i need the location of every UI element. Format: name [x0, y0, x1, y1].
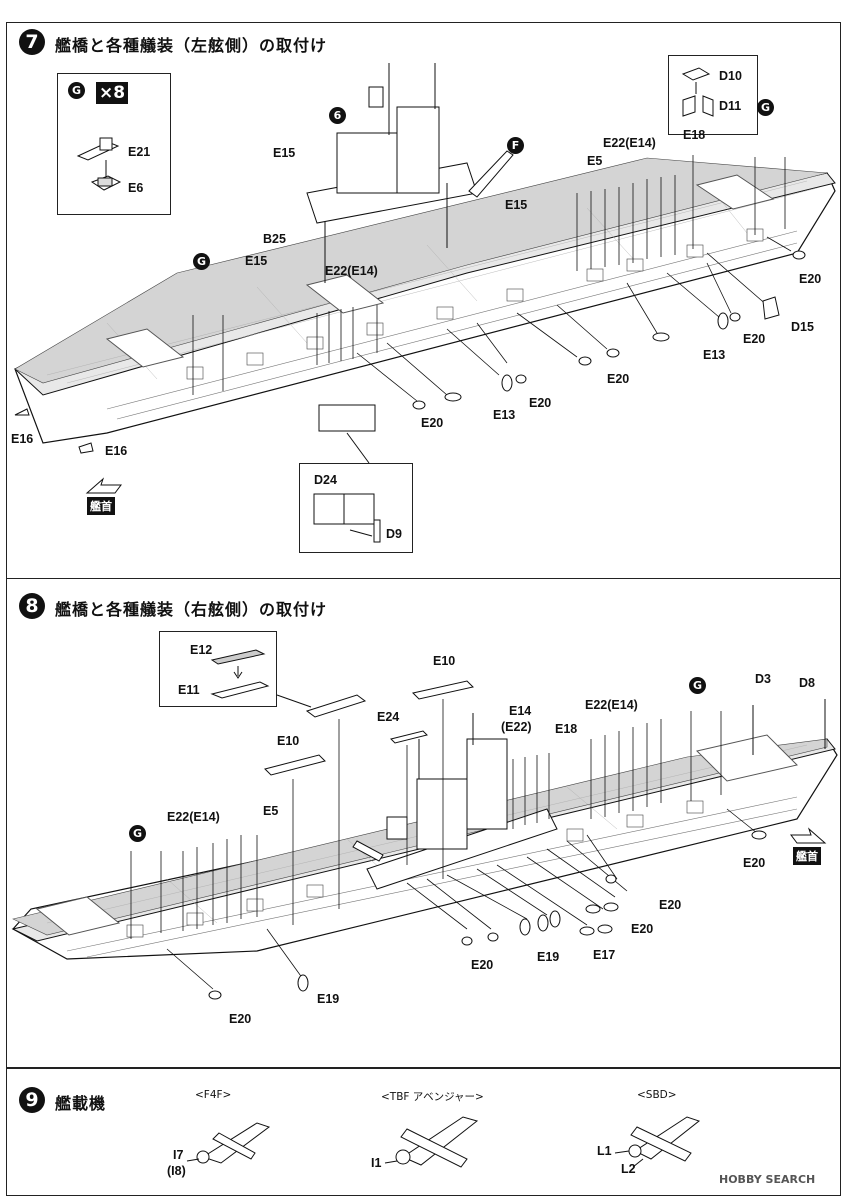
label-e19-a: E19: [317, 992, 340, 1006]
label-d3: D3: [755, 672, 771, 686]
label-e15-a: E15: [273, 146, 296, 160]
step-7-title: 艦橋と各種艤装（左舷側）の取付け: [55, 36, 328, 55]
ship-drawing-starboard: [11, 680, 838, 1000]
label-e10-a: E10: [277, 734, 300, 748]
bow-label-8: 艦首: [793, 847, 821, 865]
label-b25: B25: [263, 232, 286, 246]
inset-box-d24: D24 D9: [299, 463, 413, 553]
label-e20-c: E20: [607, 372, 630, 386]
plane-title-f4f: <F4F>: [195, 1089, 232, 1101]
step-8-title: 艦橋と各種艤装（右舷側）の取付け: [55, 600, 328, 619]
step-9-title: 艦載機: [55, 1094, 107, 1113]
gun-part-drawing: [76, 137, 122, 191]
badge-g-right: G: [757, 99, 774, 116]
part-label-d9: D9: [386, 527, 402, 541]
label-e20-a-8: E20: [229, 1012, 252, 1026]
label-e15-b: E15: [505, 198, 528, 212]
badge-g-left: G: [193, 253, 210, 270]
label-i1: I1: [371, 1156, 382, 1170]
part-label-e12: E12: [190, 643, 213, 657]
label-e24: E24: [377, 710, 400, 724]
label-e17: E17: [593, 948, 616, 962]
step-7-panel: 7 艦橋と各種艤装（左舷側）の取付け G ×8 E21 E6 D10 D11: [6, 22, 841, 579]
label-e20-a: E20: [421, 416, 444, 430]
bow-arrow-icon: [85, 477, 122, 494]
label-e5: E5: [587, 154, 603, 168]
label-l1: L1: [597, 1144, 612, 1158]
part-label-d10: D10: [719, 69, 742, 83]
g-badge: G: [68, 82, 85, 99]
label-e13-a: E13: [493, 408, 516, 422]
label-e22-b-8: E22(E14): [167, 810, 220, 824]
boat-part-drawing: [210, 649, 270, 699]
step-8-panel: 8 艦橋と各種艤装（右舷側）の取付け E12 E11: [6, 578, 841, 1068]
bow-label: 艦首: [87, 497, 115, 515]
label-d15: D15: [791, 320, 814, 334]
badge-f: F: [507, 137, 524, 154]
inset-box-d10: D10 D11: [668, 55, 758, 135]
label-e5-8: E5: [263, 804, 279, 818]
label-e22-b: E22(E14): [603, 136, 656, 150]
label-e20-e-8: E20: [743, 856, 766, 870]
part-label-e6: E6: [128, 181, 144, 195]
label-i8: (I8): [167, 1164, 186, 1178]
label-e22-a-8: E22(E14): [585, 698, 638, 712]
step-9-number: 9: [19, 1087, 45, 1113]
label-e20-b: E20: [529, 396, 552, 410]
aircraft-drawings: [186, 1116, 701, 1168]
label-e13-b: E13: [703, 348, 726, 362]
plane-title-tbf: <TBF アベンジャー>: [381, 1091, 484, 1103]
part-label-e21: E21: [128, 145, 151, 159]
label-e18: E18: [683, 128, 706, 142]
badge-g-right-8: G: [689, 677, 706, 694]
part-label-e11: E11: [178, 683, 200, 697]
inset-box-g: G ×8 E21 E6: [57, 73, 171, 215]
step-9-panel: 9 艦載機 <F4F> <TBF アベンジャー> <SBD> I7 (I8) I…: [6, 1068, 841, 1196]
step-8-number: 8: [19, 593, 45, 619]
badge-6: 6: [329, 107, 346, 124]
ship-drawing-port: [13, 63, 836, 464]
label-e20-d-8: E20: [631, 922, 654, 936]
label-e20-e: E20: [799, 272, 822, 286]
label-d8: D8: [799, 676, 815, 690]
label-e22-paren: (E22): [501, 720, 532, 734]
label-e16-b: E16: [105, 444, 128, 458]
badge-g-left-8: G: [129, 825, 146, 842]
quantity-badge: ×8: [96, 82, 129, 104]
label-e10-b: E10: [433, 654, 456, 668]
label-e14: E14: [509, 704, 532, 718]
label-e22-a: E22(E14): [325, 264, 378, 278]
inset-box-e12: E12 E11: [159, 631, 277, 707]
d10-part-drawing: [681, 67, 714, 117]
label-e19-b: E19: [537, 950, 560, 964]
watermark: HOBBY SEARCH: [719, 1173, 816, 1186]
label-e20-c-8: E20: [659, 898, 682, 912]
label-e20-b-8: E20: [471, 958, 494, 972]
step-7-number: 7: [19, 29, 45, 55]
label-e15-c: E15: [245, 254, 268, 268]
label-l2: L2: [621, 1162, 636, 1176]
d24-part-drawing: [313, 493, 381, 543]
plane-title-sbd: <SBD>: [637, 1089, 677, 1101]
part-label-d24: D24: [314, 473, 337, 487]
label-e16-a: E16: [11, 432, 34, 446]
label-e20-d: E20: [743, 332, 766, 346]
label-i7: I7: [173, 1148, 184, 1162]
label-e18-8: E18: [555, 722, 578, 736]
bow-arrow-icon-8: [790, 827, 827, 844]
part-label-d11: D11: [719, 99, 742, 113]
